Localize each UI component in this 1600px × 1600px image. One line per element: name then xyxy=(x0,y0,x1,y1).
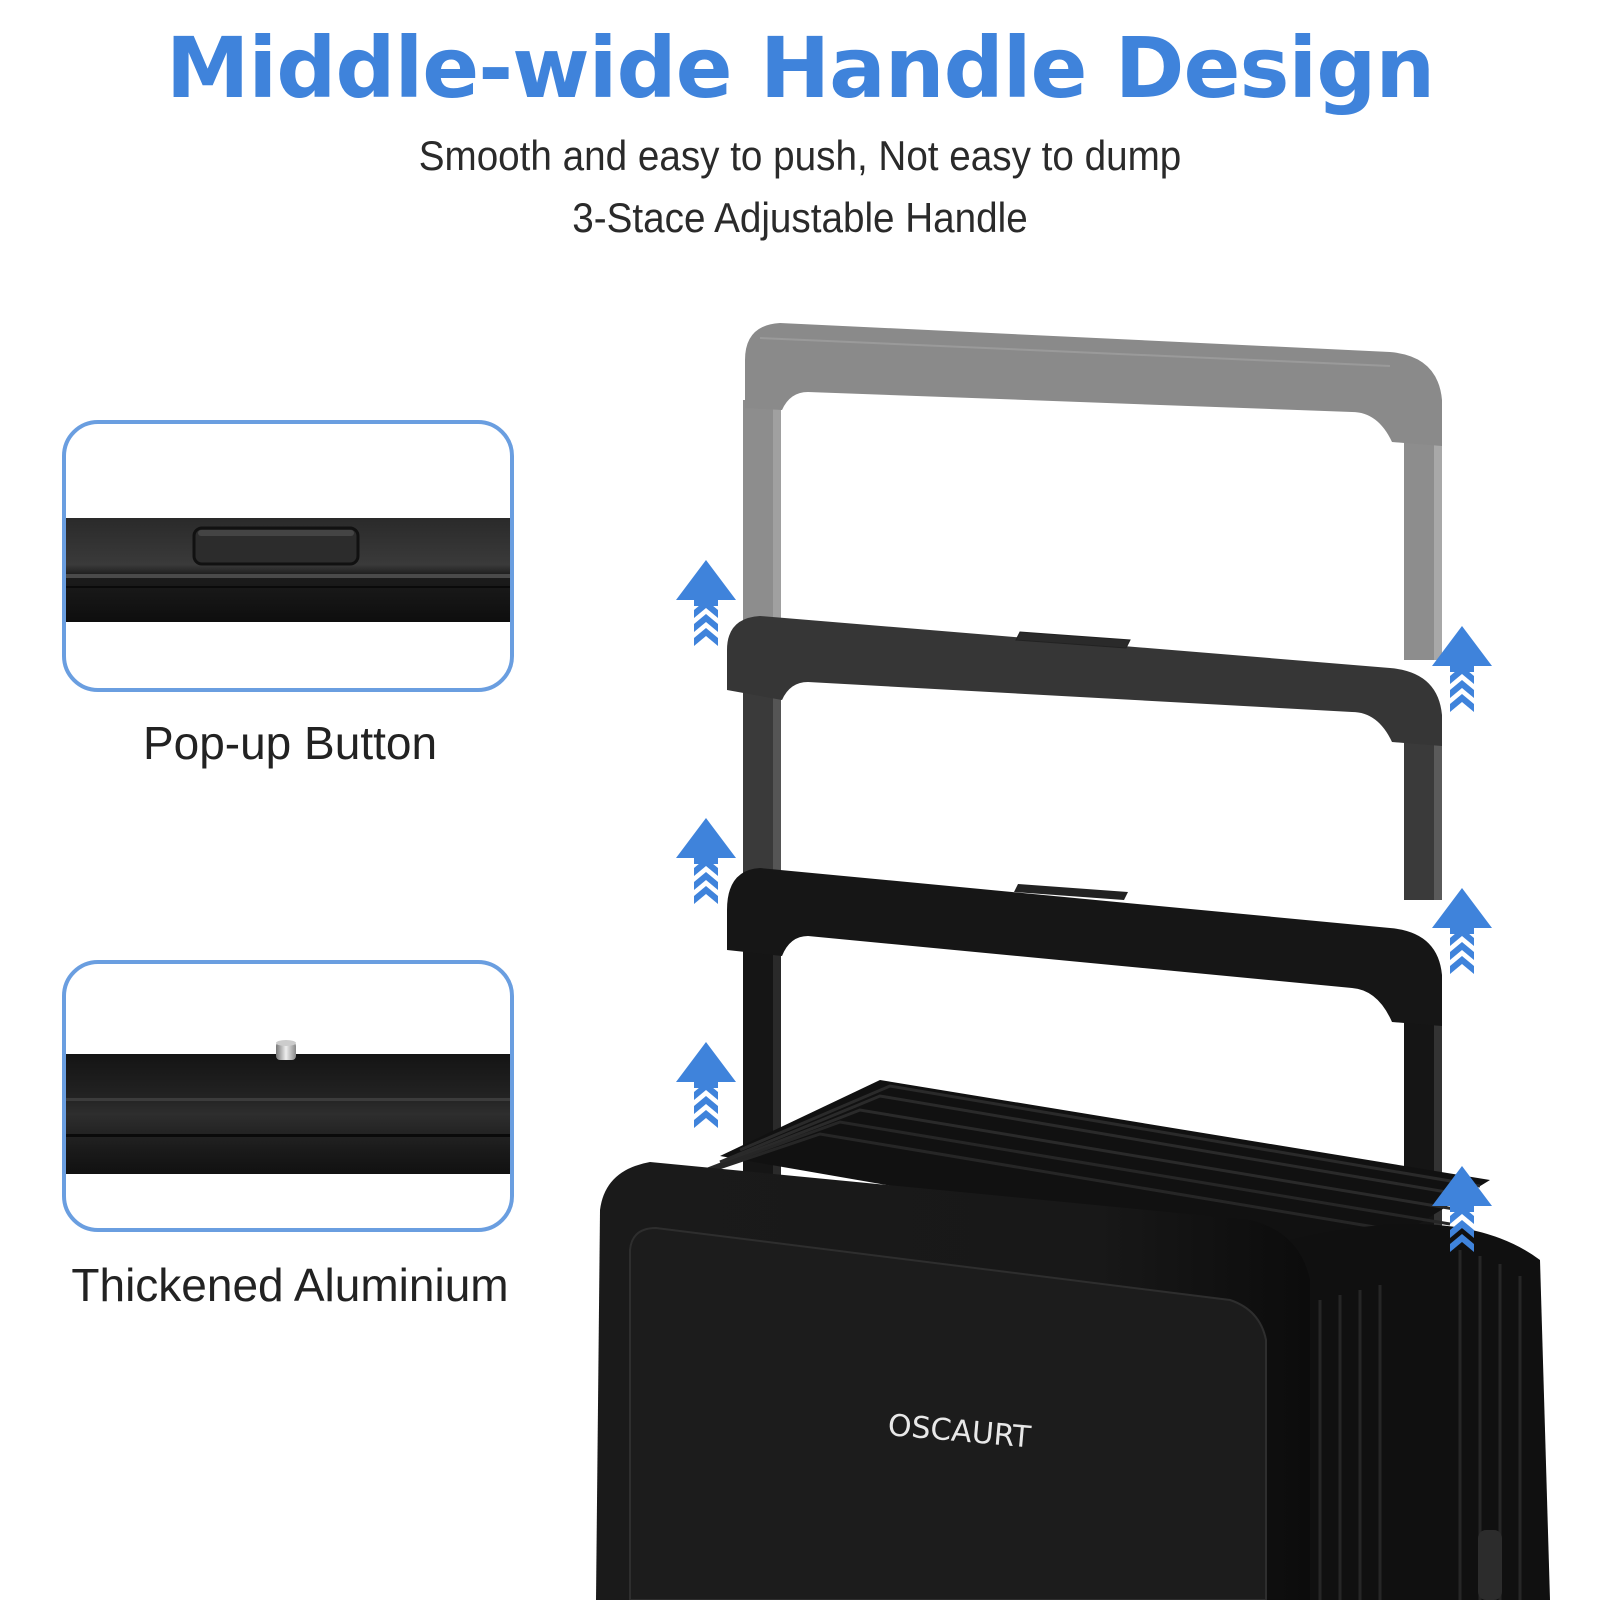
side-handle-icon xyxy=(1478,1530,1502,1600)
up-arrow-icon xyxy=(1432,888,1492,974)
subtitle-line-1: Smooth and easy to push, Not easy to dum… xyxy=(418,132,1182,179)
luggage-top-ribs xyxy=(659,1080,1490,1266)
detail-caption-thickened-aluminium: Thickened Aluminium xyxy=(71,1259,509,1311)
popup-button-icon xyxy=(192,526,360,566)
handle-stage-top xyxy=(743,323,1442,660)
detail-card-thickened-aluminium xyxy=(62,960,514,1232)
subtitle-line-2: 3-Stace Adjustable Handle xyxy=(572,194,1028,241)
luggage-front-panel xyxy=(596,1162,1310,1600)
up-arrow-icon xyxy=(676,1042,736,1128)
handle-closeup-image xyxy=(66,518,510,622)
locking-pin-icon xyxy=(276,1040,296,1060)
luggage-side-ribs xyxy=(1290,1224,1550,1600)
up-arrow-icon xyxy=(676,560,736,646)
up-arrow-icon xyxy=(676,818,736,904)
detail-caption-popup-button: Pop-up Button xyxy=(142,717,438,769)
aluminium-tube-closeup-image xyxy=(66,1040,510,1174)
handle-stage-middle xyxy=(727,616,1442,900)
page-title: Middle-wide Handle Design xyxy=(165,19,1435,117)
detail-card-popup-button xyxy=(62,420,514,692)
